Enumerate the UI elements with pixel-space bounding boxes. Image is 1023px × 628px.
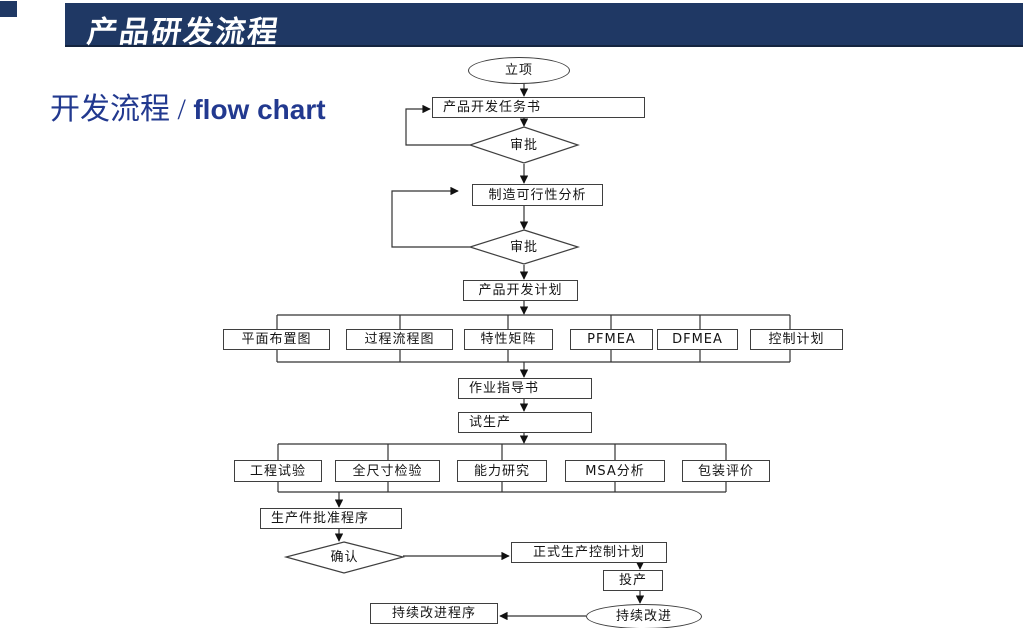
label-confirm: 确认 xyxy=(330,550,359,565)
node-engineering-test: 工程试验 xyxy=(234,460,322,482)
title-bar: 产品研发流程 xyxy=(65,3,1023,49)
node-formal-production-control-plan: 正式生产控制计划 xyxy=(511,542,667,563)
node-dfmea: DFMEA xyxy=(657,329,738,350)
subtitle-cjk: 开发流程 / xyxy=(50,93,194,126)
node-ppap: 生产件批准程序 xyxy=(260,508,402,529)
node-packaging-evaluation: 包装评价 xyxy=(682,460,770,482)
node-continuous-improvement: 持续改进 xyxy=(586,604,702,628)
node-pfmea: PFMEA xyxy=(570,329,653,350)
node-msa-analysis: MSA分析 xyxy=(565,460,665,482)
diamond-confirm xyxy=(283,541,406,574)
node-process-flow-diagram: 过程流程图 xyxy=(346,329,453,350)
node-full-size-inspection: 全尺寸检验 xyxy=(335,460,440,482)
corner-decoration xyxy=(0,1,17,17)
node-manufacturing-feasibility: 制造可行性分析 xyxy=(472,184,603,206)
node-continuous-improvement-program: 持续改进程序 xyxy=(370,603,498,624)
node-work-instructions: 作业指导书 xyxy=(458,378,592,399)
arrow-shenpi2-back-kexingxing xyxy=(391,186,470,248)
node-project-initiation: 立项 xyxy=(468,57,570,84)
node-capability-study: 能力研究 xyxy=(457,460,547,482)
subtitle: 开发流程 / flow chart xyxy=(50,84,326,128)
node-product-dev-plan: 产品开发计划 xyxy=(463,280,578,301)
node-control-plan: 控制计划 xyxy=(750,329,843,350)
subtitle-latin: flow chart xyxy=(193,94,326,125)
node-trial-production: 试生产 xyxy=(458,412,592,433)
label-approval-2: 审批 xyxy=(509,239,538,255)
diamond-approval-1 xyxy=(468,126,580,164)
node-start-production: 投产 xyxy=(603,570,663,591)
label-approval-1: 审批 xyxy=(509,137,538,153)
node-product-dev-task-book: 产品开发任务书 xyxy=(432,97,645,118)
diamond-approval-2 xyxy=(468,229,580,265)
arrow-shenpi1-back-renwushu xyxy=(405,104,470,146)
node-floor-plan: 平面布置图 xyxy=(223,329,330,350)
node-characteristic-matrix: 特性矩阵 xyxy=(464,329,553,350)
